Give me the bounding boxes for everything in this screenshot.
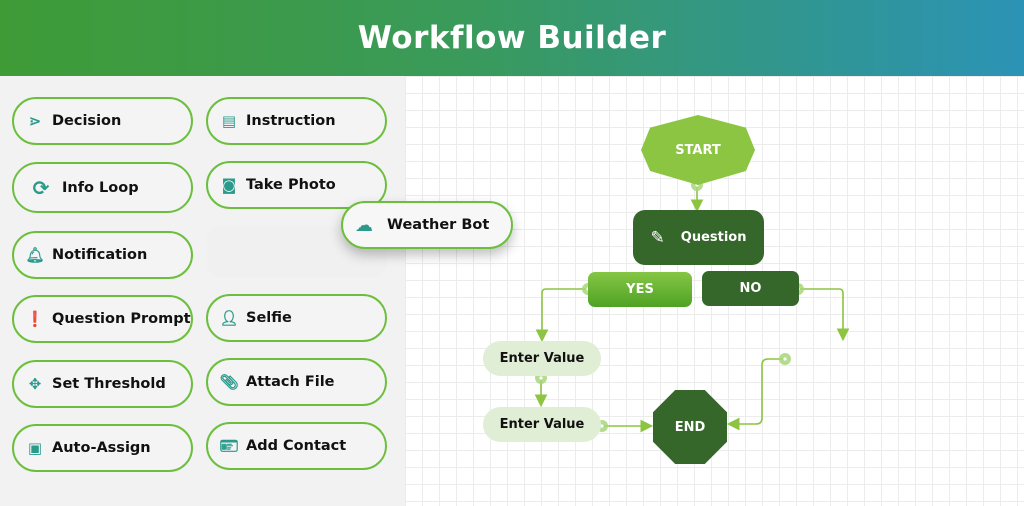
palette-decision[interactable]: ⋗ Decision bbox=[12, 97, 193, 145]
move-icon: ✥ bbox=[28, 375, 42, 393]
label: Add Contact bbox=[246, 438, 347, 454]
palette-question-prompt[interactable]: ❗ Question Prompt bbox=[12, 295, 193, 343]
person-icon: 👤︎ bbox=[219, 309, 239, 327]
label: Question Prompt bbox=[52, 311, 191, 327]
app-header: Workflow Builder bbox=[0, 0, 1024, 76]
no-branch[interactable]: NO bbox=[702, 271, 799, 306]
bell-icon: 🔔︎ bbox=[25, 246, 45, 264]
enter-value-node[interactable]: Enter Value bbox=[483, 341, 601, 376]
palette-instruction[interactable]: ▤ Instruction bbox=[206, 97, 387, 145]
palette-attach-file[interactable]: 📎︎ Attach File bbox=[206, 358, 387, 406]
palette-notification[interactable]: 🔔︎ Notification bbox=[12, 231, 193, 279]
paperclip-icon: 📎︎ bbox=[219, 373, 239, 391]
palette-auto-assign[interactable]: ▣ Auto-Assign bbox=[12, 424, 193, 472]
branch-icon: ⋗ bbox=[28, 112, 42, 130]
badge-icon: ▣ bbox=[27, 439, 43, 457]
document-icon: ▤ bbox=[221, 112, 237, 130]
camera-icon: ◙ bbox=[221, 176, 237, 194]
palette-info-loop[interactable]: ⟳ Info Loop bbox=[12, 162, 193, 213]
end-node[interactable]: END bbox=[653, 390, 727, 464]
page-title: Workflow Builder bbox=[357, 20, 667, 56]
cloud-lightning-icon: ☁ bbox=[355, 214, 373, 236]
palette-set-threshold[interactable]: ✥ Set Threshold bbox=[12, 360, 193, 408]
label: Info Loop bbox=[62, 179, 139, 196]
label: Notification bbox=[52, 247, 148, 263]
contact-card-icon: 🪪︎ bbox=[219, 437, 239, 455]
enter-value-node[interactable]: Enter Value bbox=[483, 407, 601, 442]
question-node[interactable]: ✎ Question bbox=[633, 210, 764, 265]
label: Auto-Assign bbox=[52, 440, 151, 456]
palette-selfie[interactable]: 👤︎ Selfie bbox=[206, 294, 387, 342]
question-label: Question bbox=[680, 230, 747, 245]
pencil-icon: ✎ bbox=[650, 227, 665, 248]
label: Set Threshold bbox=[52, 376, 166, 392]
dragging-weather-bot[interactable]: ☁ Weather Bot bbox=[341, 201, 513, 249]
label: Instruction bbox=[246, 113, 336, 129]
palette-take-photo[interactable]: ◙ Take Photo bbox=[206, 161, 387, 209]
label: Attach File bbox=[246, 374, 335, 390]
label: Decision bbox=[52, 113, 122, 129]
label: Weather Bot bbox=[387, 217, 490, 233]
clipboard-alert-icon: ❗ bbox=[25, 310, 45, 328]
yes-branch[interactable]: YES bbox=[588, 272, 692, 307]
refresh-icon: ⟳ bbox=[32, 175, 50, 200]
start-node[interactable]: START bbox=[641, 115, 755, 185]
label: Take Photo bbox=[246, 177, 336, 193]
palette-add-contact[interactable]: 🪪︎ Add Contact bbox=[206, 422, 387, 470]
label: Selfie bbox=[246, 310, 292, 326]
